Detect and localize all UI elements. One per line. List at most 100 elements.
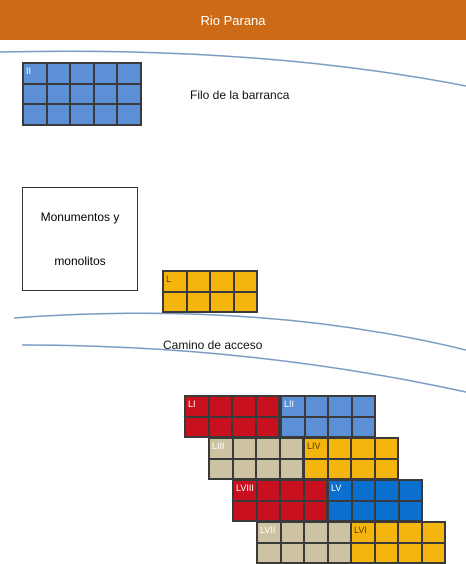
plot-block-label: LI <box>188 399 196 409</box>
plot-cell <box>232 458 256 479</box>
plot-cell <box>351 458 375 479</box>
plot-cell <box>257 522 281 543</box>
plot-cell <box>186 271 210 292</box>
plot-cell <box>304 396 328 417</box>
plot-cell <box>375 480 399 501</box>
plot-cell <box>209 438 233 459</box>
plot-cell <box>281 396 305 417</box>
plot-cell <box>328 480 352 501</box>
plot-cell <box>46 104 70 125</box>
monument-area: Monumentos y monolitos <box>22 187 138 291</box>
plot-cell <box>398 480 422 501</box>
plot-cell <box>117 83 141 104</box>
plot-cell <box>374 458 398 479</box>
plot-cell <box>232 416 256 437</box>
plot-cell <box>328 396 352 417</box>
plot-block-LV: LV <box>327 479 423 522</box>
plot-cell <box>256 458 280 479</box>
plot-cell <box>374 542 398 563</box>
plot-cell <box>351 500 375 521</box>
plot-cell <box>351 416 375 437</box>
plot-cell <box>374 522 398 543</box>
plot-block-LII: LII <box>280 395 376 438</box>
plot-cell <box>328 500 352 521</box>
plot-cell <box>70 63 94 84</box>
plot-cell <box>185 416 209 437</box>
plot-cell <box>351 480 375 501</box>
plot-block-label: LVI <box>354 525 367 535</box>
plot-cell <box>304 438 328 459</box>
plot-block-label: II <box>26 66 32 76</box>
plot-cell <box>255 396 279 417</box>
plot-cell <box>327 522 351 543</box>
plot-cell <box>233 291 257 312</box>
plot-cell <box>232 396 256 417</box>
plot-block-LVII: LVII <box>256 521 352 564</box>
plot-cell <box>163 291 187 312</box>
plot-block-label: LV <box>331 483 342 493</box>
plot-cell <box>280 480 304 501</box>
plot-cell <box>186 291 210 312</box>
plot-cell <box>208 396 232 417</box>
plot-cell <box>210 291 234 312</box>
plot-cell <box>185 396 209 417</box>
plot-cell <box>210 271 234 292</box>
plot-cell <box>23 83 47 104</box>
plot-cell <box>208 416 232 437</box>
plot-cell <box>351 522 375 543</box>
plot-cell <box>256 500 280 521</box>
plot-cell <box>257 542 281 563</box>
plot-cell <box>374 438 398 459</box>
plot-cell <box>70 83 94 104</box>
monument-label-line2: monolitos <box>54 254 106 268</box>
plot-block-label: L <box>166 274 172 284</box>
plot-cell <box>303 480 327 501</box>
plot-cell <box>280 542 304 563</box>
plot-cell <box>163 271 187 292</box>
plot-cell <box>303 500 327 521</box>
plot-cell <box>304 542 328 563</box>
plot-cell <box>279 438 303 459</box>
plot-block-II: II <box>22 62 142 126</box>
plot-block-label: LII <box>284 399 295 409</box>
plot-block-LI: LI <box>184 395 280 438</box>
plot-block-LVIII: LVIII <box>232 479 328 522</box>
plot-cell <box>23 63 47 84</box>
plot-cell <box>398 500 422 521</box>
monument-label-line1: Monumentos y <box>40 210 120 224</box>
plot-cell <box>23 104 47 125</box>
plot-block-LIV: LIV <box>303 437 399 480</box>
plot-cell <box>233 271 257 292</box>
plot-cell <box>117 63 141 84</box>
plot-cell <box>351 396 375 417</box>
plot-cell <box>255 416 279 437</box>
plot-cell <box>93 83 117 104</box>
plot-cell <box>304 458 328 479</box>
plot-cell <box>281 416 305 437</box>
plot-block-label: LIII <box>212 441 225 451</box>
plot-cell <box>256 480 280 501</box>
plot-block-label: LVII <box>260 525 276 535</box>
plot-cell <box>70 104 94 125</box>
plot-cell <box>46 83 70 104</box>
road-lower-line <box>21 344 466 393</box>
plot-cell <box>304 416 328 437</box>
plot-cell <box>93 104 117 125</box>
plot-cell <box>232 438 256 459</box>
plot-cell <box>351 438 375 459</box>
plot-block-LIII: LIII <box>208 437 304 480</box>
plot-cell <box>93 63 117 84</box>
plot-cell <box>375 500 399 521</box>
river-title: Rio Parana <box>200 12 266 28</box>
plot-cell <box>209 458 233 479</box>
plot-cell <box>279 458 303 479</box>
plot-cell <box>46 63 70 84</box>
plot-cell <box>327 438 351 459</box>
plot-cell <box>398 522 422 543</box>
river-header: Rio Parana <box>0 0 466 40</box>
road-label: Camino de acceso <box>163 338 263 352</box>
plot-cell <box>328 416 352 437</box>
plot-cell <box>351 542 375 563</box>
plot-cell <box>280 500 304 521</box>
plot-cell <box>327 542 351 563</box>
